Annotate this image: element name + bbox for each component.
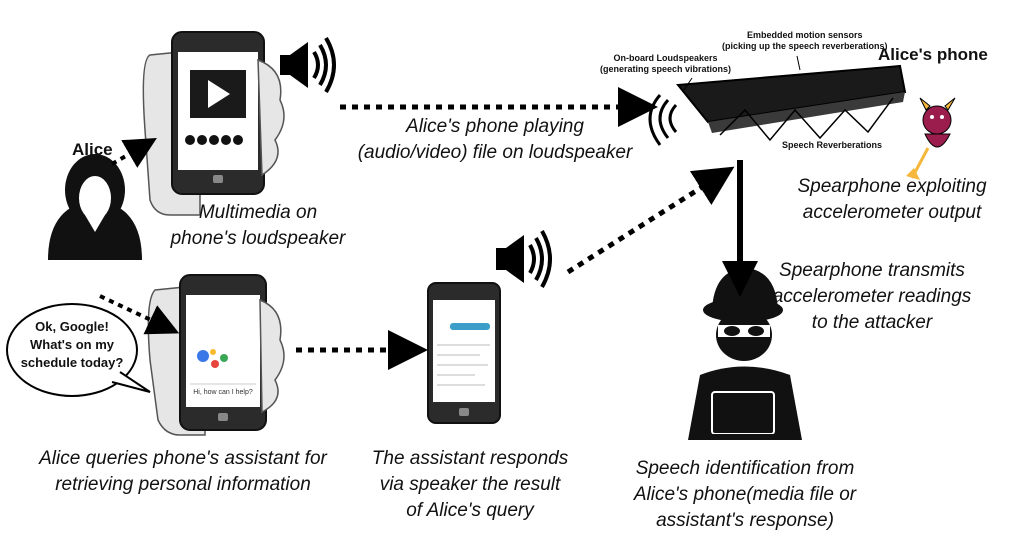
- assistant-prompt: Hi, how can I help?: [193, 389, 253, 396]
- speech-bubble: [6, 303, 151, 397]
- arrow-responder-to-alices-phone: [566, 166, 735, 275]
- alice-icon: [48, 154, 142, 260]
- alices-phone-flat: [648, 55, 907, 146]
- responding-phone: [427, 282, 501, 424]
- arrow-alice-to-assistant: [99, 294, 180, 335]
- alice-label: Alice: [72, 140, 113, 159]
- playing-caption: Alice's phone playing(audio/video) file …: [357, 116, 633, 163]
- reverberations-caption: Speech Reverberations: [782, 140, 883, 150]
- spearphone-mascot-icon: [906, 97, 956, 180]
- motion-sensors-caption: Embedded motion sensors(picking up the s…: [722, 30, 888, 51]
- speaker-icon-response: [496, 230, 552, 288]
- flow-arrows: [99, 87, 758, 370]
- alices-phone-label: Alice's phone: [878, 45, 988, 64]
- assistant-phone: [147, 274, 285, 436]
- arrow-alice-to-phone: [110, 137, 157, 168]
- speaker-icon: [280, 36, 336, 94]
- multimedia-phone: [142, 31, 285, 216]
- loudspeakers-caption: On-board Loudspeakers(generating speech …: [600, 53, 732, 74]
